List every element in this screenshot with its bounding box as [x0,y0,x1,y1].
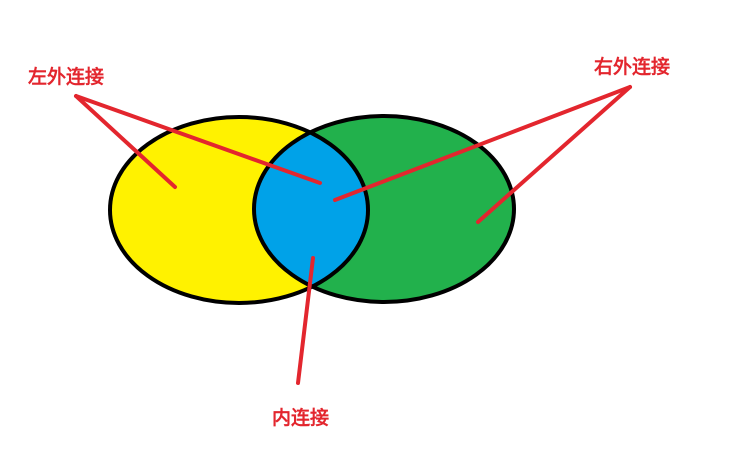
left-join-arrow-to-intersection [74,94,322,185]
left-join-arrow-to-left-set [74,94,177,189]
right-join-arrow-to-right-set [476,85,632,224]
inner-join-label: 内连接 [272,407,330,429]
inner-join-arrow [296,256,315,385]
right-set-outline [252,114,516,304]
right-join-arrow-to-intersection [333,85,632,202]
intersection-region [254,117,368,302]
right-outer-join-label: 右外连接 [594,56,671,78]
left-set-outline [108,115,370,305]
left-outer-join-label: 左外连接 [28,66,105,88]
